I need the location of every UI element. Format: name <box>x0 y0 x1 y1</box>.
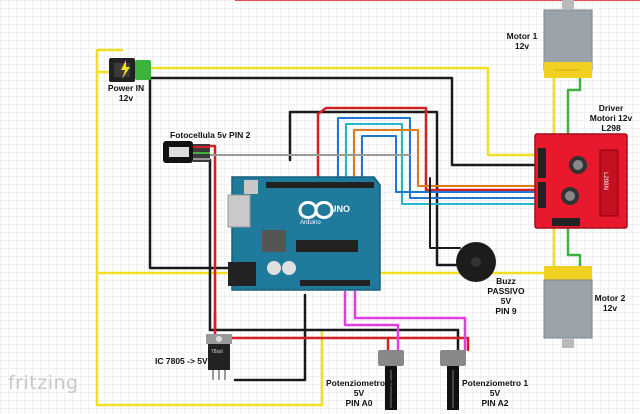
label-buzz-line4: PIN 9 <box>495 306 517 316</box>
lightning-icon <box>121 60 130 79</box>
label-pot2-line3: PIN A0 <box>345 398 373 408</box>
regulator-marking: 78xxl <box>211 349 223 355</box>
label-buzz: Buzz PASSIVO 5V PIN 9 <box>484 276 528 316</box>
wire-magenta-1 <box>343 290 400 352</box>
label-buzz-line2: PASSIVO <box>487 286 525 296</box>
label-motor1-line1: Motor 1 <box>506 31 538 41</box>
label-fotocellula: Fotocellula 5v PIN 2 <box>170 130 251 140</box>
wire-black-power <box>148 76 537 167</box>
label-motor1: Motor 1 12v <box>506 31 538 51</box>
label-power-in: Power IN 12v <box>103 83 149 103</box>
arduino-maker-name: Arduino <box>300 220 321 226</box>
label-pot1: Potenziometro 1 5V PIN A2 <box>462 378 528 408</box>
label-motor2: Motor 2 12v <box>592 293 628 313</box>
motor-2 <box>543 266 593 348</box>
wire-yellow-left-vertical <box>95 70 324 407</box>
label-motor2-line1: Motor 2 <box>594 293 626 303</box>
digital-header <box>266 182 374 188</box>
l298-driver <box>534 133 628 229</box>
label-pot1-line1: Potenziometro 1 <box>462 378 529 388</box>
arduino-uno-name: UNO <box>330 204 350 214</box>
label-power-in-line1: Power IN <box>107 83 145 93</box>
fritzing-watermark: fritzing <box>8 372 79 394</box>
label-pot1-line3: PIN A2 <box>481 398 509 408</box>
label-pot2-line1: Potenziometro 2 <box>326 378 393 388</box>
label-buzz-line1: Buzz <box>496 276 516 286</box>
label-buzz-line3: 5V <box>500 296 512 306</box>
wire-green-motor1 <box>566 76 582 138</box>
arduino-infinity-icon <box>298 201 334 219</box>
wire-red-top <box>316 106 537 192</box>
label-power-in-line2: 12v <box>118 93 134 103</box>
arduino-uno-board <box>227 176 381 291</box>
analog-header <box>300 280 370 286</box>
wire-magenta-2 <box>353 290 467 352</box>
passive-buzzer <box>456 242 496 282</box>
wire-blue-1 <box>337 117 536 199</box>
ic-7805-regulator <box>206 334 232 380</box>
wire-yellow-to-driver <box>148 66 537 157</box>
label-motor1-line2: 12v <box>514 41 530 51</box>
label-pot2-line2: 5V <box>353 388 365 398</box>
atmega-chip <box>296 240 358 252</box>
wire-blue-2 <box>361 135 536 193</box>
label-driver-line1: Driver <box>598 103 624 113</box>
label-driver-line3: L298 <box>601 123 621 133</box>
label-pot1-line2: 5V <box>489 388 501 398</box>
potentiometer-2 <box>378 350 404 410</box>
power-jack <box>109 58 151 82</box>
wire-black-left <box>148 78 242 270</box>
label-ic7805: IC 7805 -> 5V <box>155 356 208 366</box>
photocell <box>163 141 210 163</box>
wire-black-reg2 <box>233 293 307 382</box>
label-pot2: Potenziometro 2 5V PIN A0 <box>326 378 392 408</box>
label-driver: Driver Motori 12v L298 <box>586 103 636 133</box>
wire-green-motor2 <box>566 224 582 268</box>
wire-yellow-power-left <box>95 48 124 74</box>
wire-orange-1 <box>353 129 536 187</box>
motor-1 <box>543 0 593 78</box>
label-driver-line2: Motori 12v <box>589 113 633 123</box>
potentiometer-1 <box>440 350 466 410</box>
driver-chip-marking: L298N <box>601 172 608 190</box>
label-motor2-line2: 12v <box>602 303 618 313</box>
wire-cyan-1 <box>345 123 536 205</box>
wire-black-buzz <box>429 177 461 249</box>
wire-black-top <box>288 110 462 267</box>
